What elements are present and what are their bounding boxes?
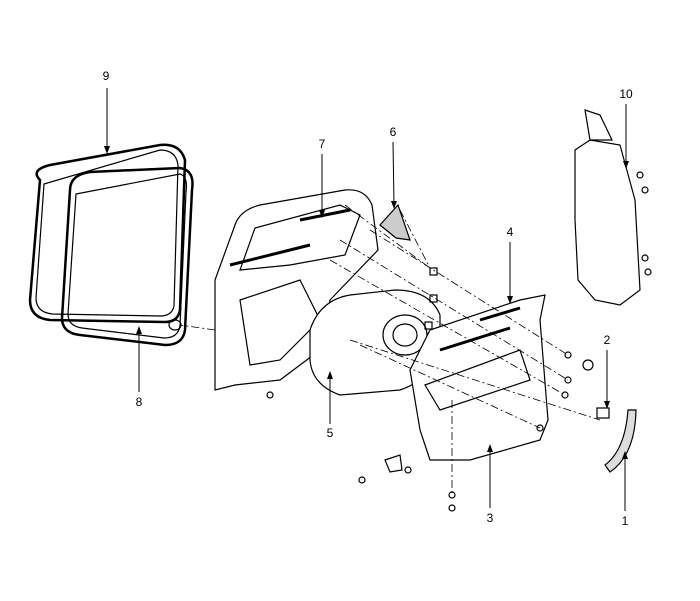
- door-seal-outer: [28, 143, 187, 324]
- door-hinge-panel: [574, 139, 641, 306]
- callout-7: 7: [318, 137, 326, 151]
- callout-arrows: [104, 88, 629, 511]
- callout-2: 2: [603, 333, 611, 347]
- delta-cover: [379, 203, 411, 241]
- bracket: [384, 454, 403, 473]
- callout-6: 6: [389, 125, 397, 139]
- callout-8: 8: [135, 395, 143, 409]
- callout-3: 3: [486, 511, 494, 525]
- clip: [596, 407, 610, 419]
- callout-5: 5: [326, 426, 334, 440]
- grommet: [168, 319, 182, 331]
- door-seal-inner: [60, 166, 194, 347]
- callout-4: 4: [506, 225, 514, 239]
- door-trim-panel: [409, 294, 549, 461]
- guide-lines: [179, 204, 601, 495]
- trim-strip: [604, 409, 637, 473]
- callout-1: 1: [621, 514, 629, 528]
- callout-10: 10: [619, 87, 633, 101]
- callout-9: 9: [102, 69, 110, 83]
- screws: [266, 171, 652, 512]
